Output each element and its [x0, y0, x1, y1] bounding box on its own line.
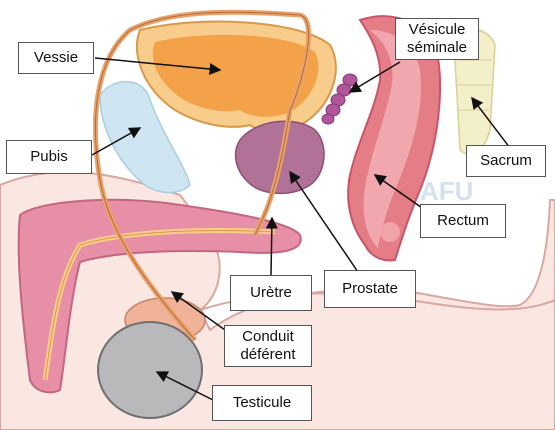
- label-testicule: Testicule: [212, 385, 312, 421]
- label-vessie: Vessie: [18, 42, 94, 74]
- watermark: AFU: [420, 176, 473, 206]
- anus-mark: [380, 222, 400, 242]
- testis-shape: [98, 322, 202, 418]
- label-conduit-deferent: Conduit déférent: [224, 325, 312, 367]
- arrow-uretre: [271, 218, 272, 275]
- label-vesicule-seminale: Vésicule séminale: [395, 18, 479, 60]
- label-uretre: Urètre: [230, 275, 312, 311]
- label-sacrum: Sacrum: [466, 145, 546, 177]
- label-pubis: Pubis: [6, 140, 92, 174]
- label-rectum: Rectum: [420, 204, 506, 238]
- label-prostate: Prostate: [324, 270, 416, 308]
